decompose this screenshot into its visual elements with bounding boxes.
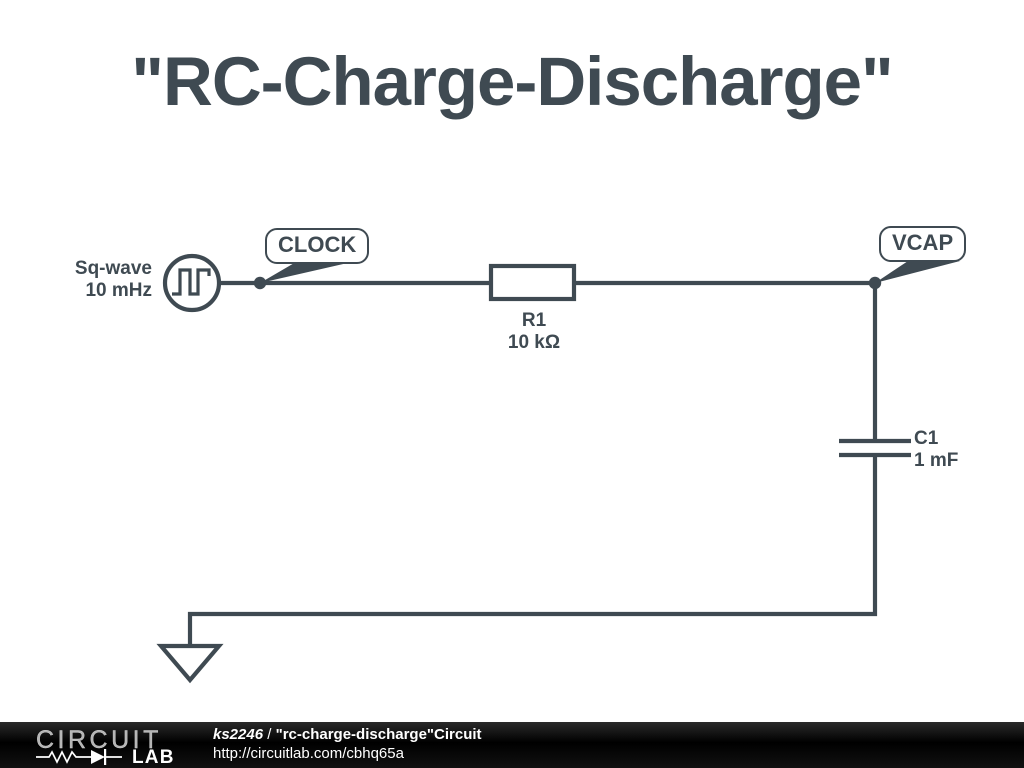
source-value-label: 10 mHz [85, 280, 152, 302]
source-label: Sq-wave 10 mHz [0, 258, 152, 302]
footer-bar: CIRCUIT LAB [0, 722, 1024, 768]
footer-url[interactable]: http://circuitlab.com/cbhq65a [213, 745, 404, 762]
capacitor-value: 1 mF [914, 450, 959, 472]
footer-credits: ks2246 / "rc-charge-discharge"Circuit ht… [213, 725, 482, 764]
resistor-value: 10 kΩ [507, 332, 561, 354]
resistor-name: R1 [521, 310, 547, 331]
logo-word-circuit: CIRCUIT [36, 726, 162, 754]
capacitor-name: C1 [914, 428, 939, 449]
node-label-vcap[interactable]: VCAP [879, 226, 967, 262]
resistor-body [488, 263, 577, 302]
logo-circuit-symbols-icon [36, 749, 122, 765]
resistor-label: R1 10 kΩ [434, 310, 634, 354]
capacitor-label: C1 1 mF [914, 428, 958, 472]
wire-cap-to-ground [187, 455, 878, 646]
square-wave-glyph [172, 268, 211, 296]
node-label-clock[interactable]: CLOCK [265, 228, 370, 264]
footer-separator: / [263, 726, 276, 743]
logo-word-lab: LAB [132, 747, 175, 768]
footer-circuit-line: ks2246 / "rc-charge-discharge"Circuit [213, 725, 482, 744]
source-type-label: Sq-wave [74, 258, 152, 279]
page-title: "RC-Charge-Discharge" [131, 43, 893, 120]
footer-username: ks2246 [213, 726, 264, 743]
ground-triangle-icon [156, 643, 224, 684]
vcap-flag-tail [875, 261, 960, 283]
footer-circuit-name: "rc-charge-discharge"Circuit [275, 726, 482, 743]
circuitlab-logo[interactable]: CIRCUIT LAB [36, 726, 196, 768]
clock-flag-tail [260, 262, 352, 283]
source-circle [162, 253, 222, 313]
